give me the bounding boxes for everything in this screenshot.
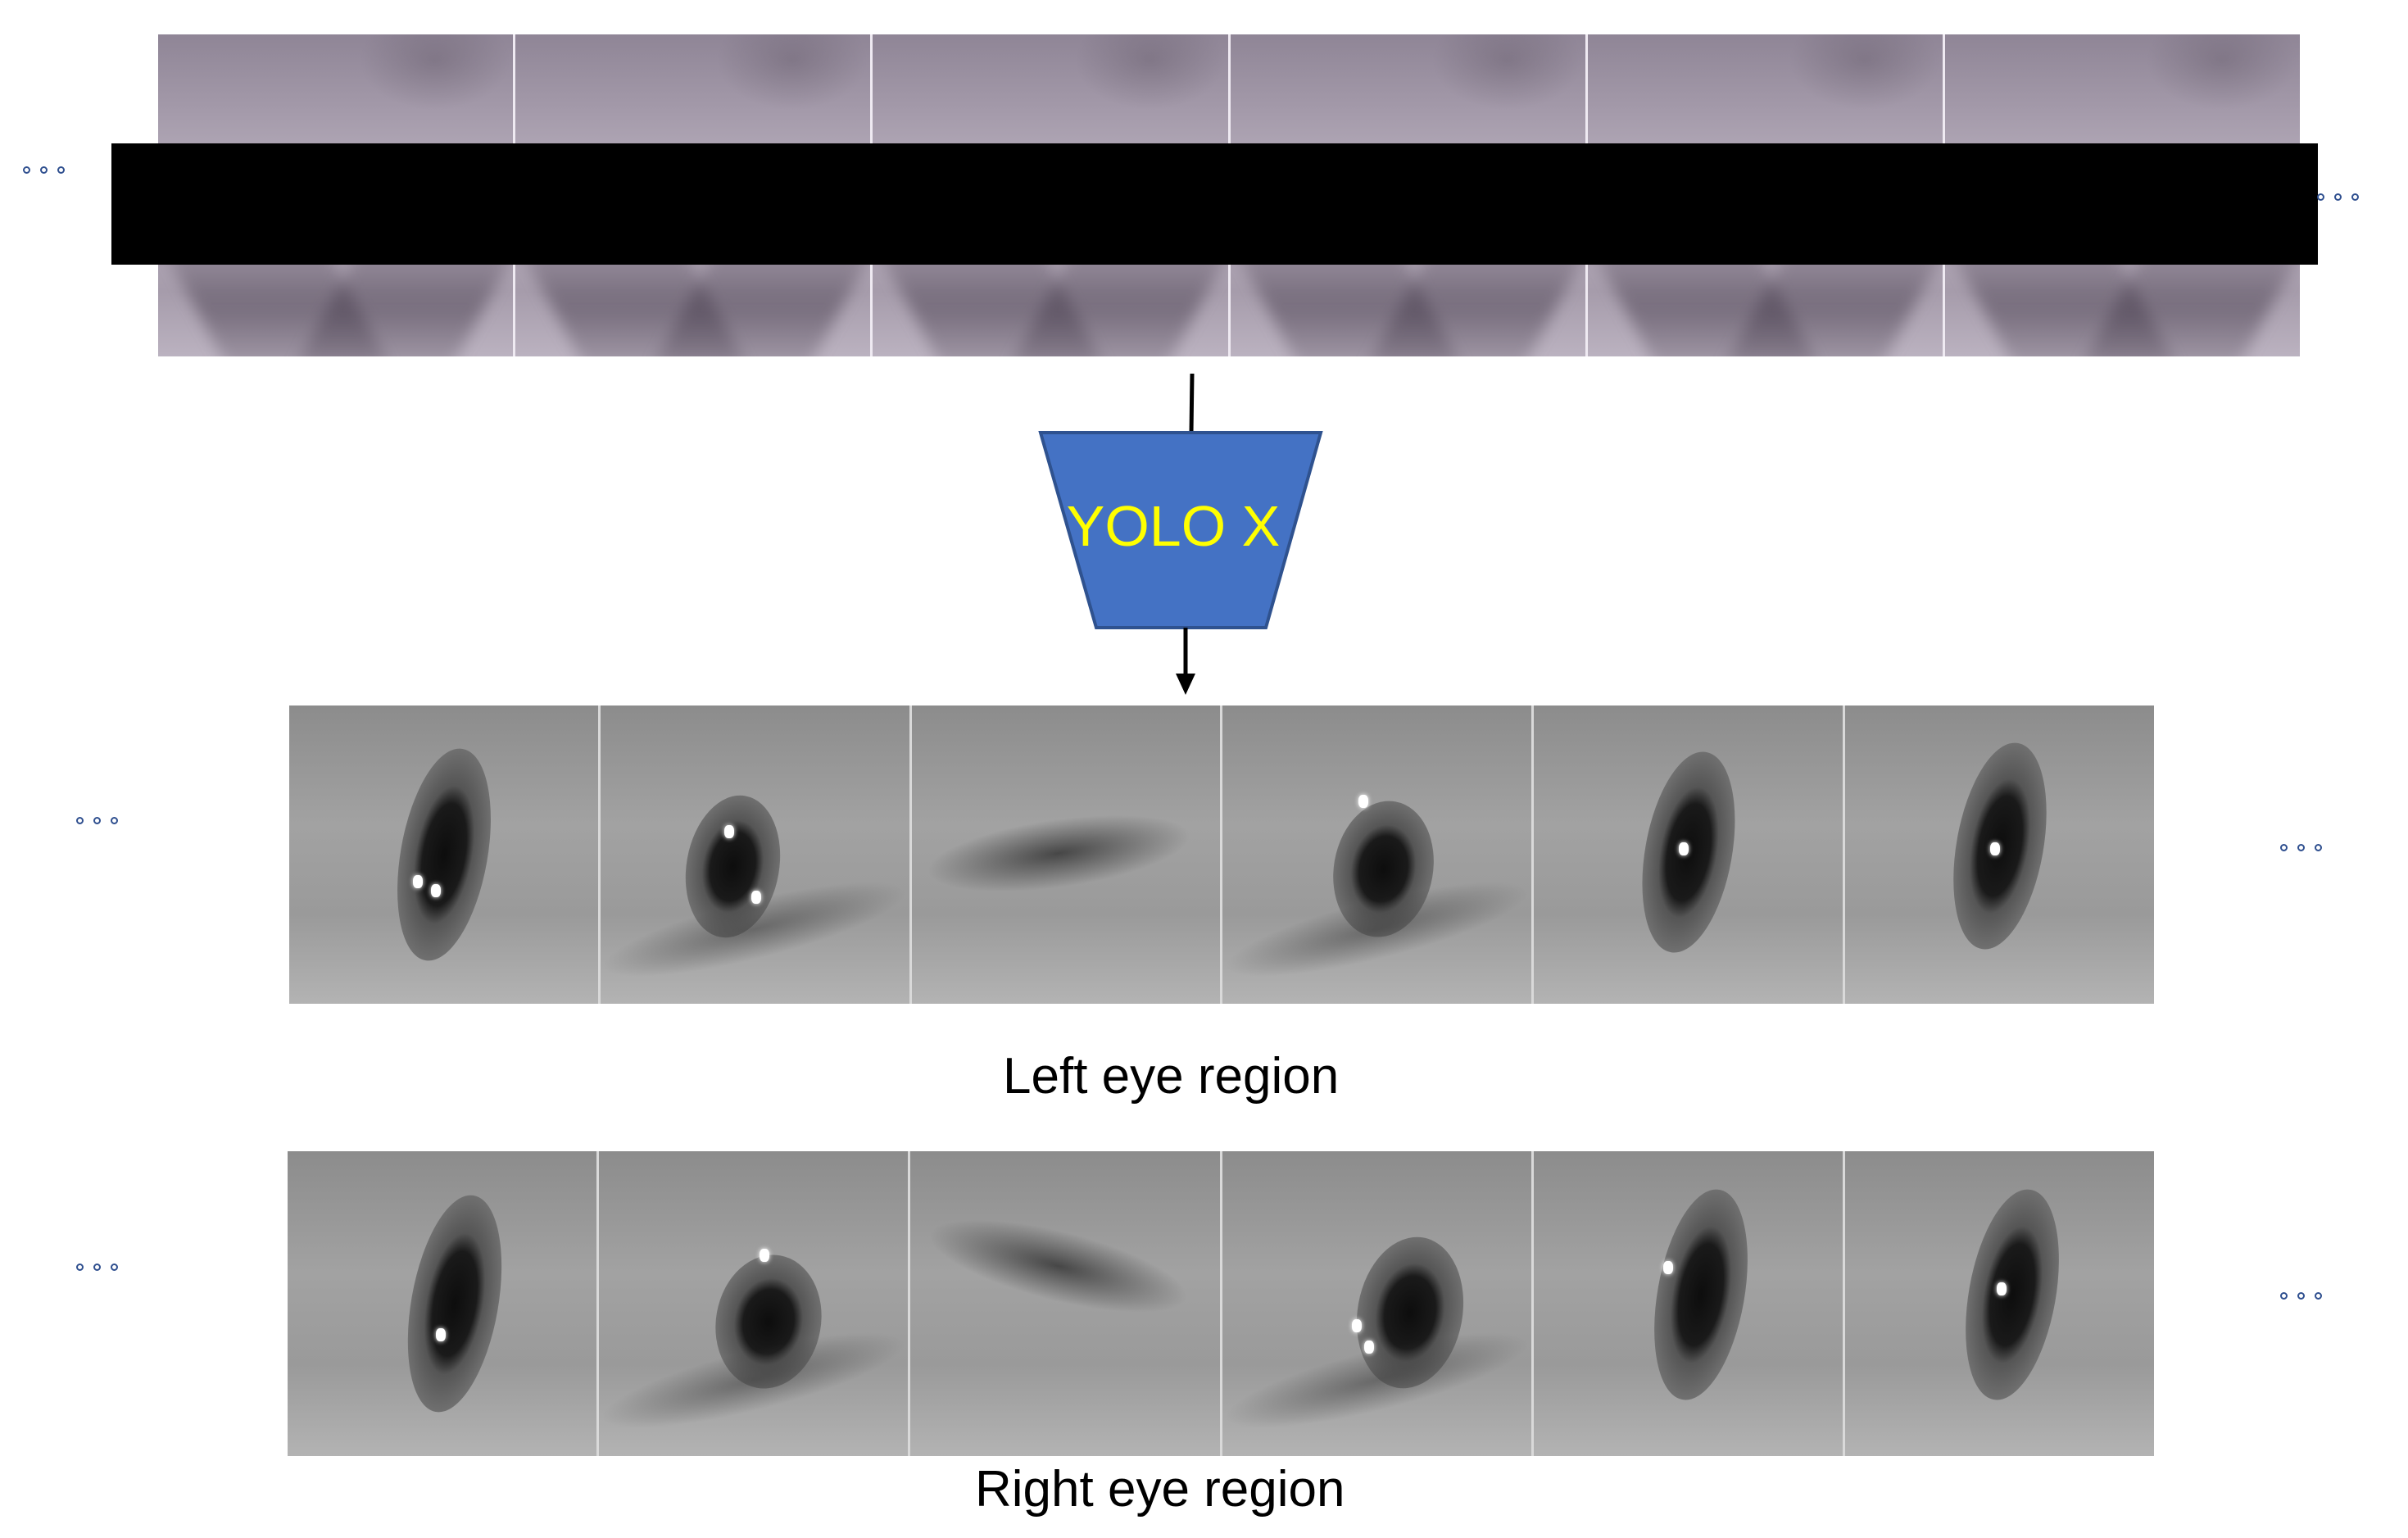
right-eye-caption: Right eye region [975, 1461, 1345, 1518]
right-eye-frame-1 [288, 1151, 600, 1456]
left-eye-frame-2 [600, 705, 912, 1004]
yolo-label: YOLO X [1067, 494, 1281, 558]
ellipsis-icon [76, 1264, 118, 1271]
right-eye-frame-5 [1533, 1151, 1845, 1456]
left-eye-frame-4 [1222, 705, 1535, 1004]
ellipsis-icon [2280, 844, 2322, 851]
ellipsis-icon [23, 166, 65, 174]
right-eye-frame-6 [1844, 1151, 2155, 1456]
ellipsis-icon [76, 817, 118, 824]
redaction-bar [111, 143, 2318, 265]
right-eye-strip [288, 1151, 2155, 1456]
connector-line-top [1189, 373, 1195, 433]
left-eye-frame-5 [1534, 705, 1846, 1004]
right-eye-frame-3 [910, 1151, 1222, 1456]
right-eye-frame-4 [1222, 1151, 1534, 1456]
yolo-trapezoid [1038, 431, 1323, 629]
left-eye-frame-1 [289, 705, 601, 1004]
left-eye-caption: Left eye region [1003, 1048, 1340, 1105]
right-eye-frame-2 [599, 1151, 911, 1456]
ellipsis-icon [2280, 1292, 2322, 1300]
left-eye-strip [289, 705, 2154, 1004]
ellipsis-icon [2317, 193, 2359, 201]
yolo-block-diagram: YOLO X [1038, 373, 1323, 695]
left-eye-frame-6 [1845, 705, 2154, 1004]
left-eye-frame-3 [911, 705, 1223, 1004]
arrow-down-icon [1176, 674, 1195, 695]
